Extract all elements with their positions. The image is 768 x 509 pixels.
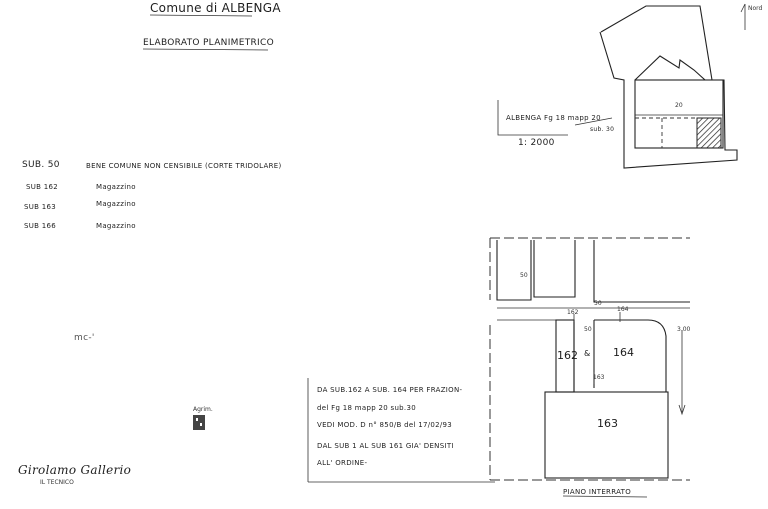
unit-163-outline	[544, 391, 669, 479]
parcel-number: 20	[675, 102, 683, 109]
location-map	[497, 3, 746, 169]
legend-desc: BENE COMUNE NON CENSIBILE (CORTE TRIDOLA…	[86, 162, 282, 170]
arrow-head	[678, 404, 686, 416]
court-label: 50	[594, 300, 602, 307]
unit-162-label: 162	[557, 349, 578, 362]
legend-desc: Magazzino	[96, 183, 136, 191]
tick-label: 162	[567, 309, 579, 316]
signature: Girolamo Gallerio	[18, 463, 132, 477]
legend-desc: Magazzino	[96, 200, 136, 208]
note-line: DA SUB.162 A SUB. 164 PER FRAZION-	[317, 386, 463, 394]
upper-block-mid	[533, 240, 576, 298]
dimension-label: 3.00	[677, 326, 691, 333]
legend-sub: SUB 162	[26, 183, 59, 191]
building-roof	[634, 55, 707, 81]
note-line: ALL' ORDINE-	[317, 459, 368, 467]
label-pointer	[574, 117, 613, 126]
unit-separator: &	[584, 349, 591, 358]
court-label: 50	[584, 326, 592, 333]
scribble-mark: mc-'	[74, 333, 95, 343]
legend-sub: SUB 166	[24, 222, 57, 230]
stamp-mark	[193, 415, 205, 430]
tick-label: 164	[617, 306, 629, 313]
upper-block-left	[496, 240, 532, 301]
unit-164-outline	[574, 319, 667, 393]
signature-caption: IL TECNICO	[40, 479, 74, 486]
hatched-unit	[696, 117, 722, 149]
parcel-outline	[599, 5, 738, 169]
plan-label: PIANO INTERRATO	[563, 488, 632, 496]
note-box-frame	[307, 378, 495, 483]
note-line: del Fg 18 mapp 20 sub.30	[317, 404, 416, 412]
floor-plan	[489, 237, 690, 498]
document-subtitle: ELABORATO PLANIMETRICO	[143, 38, 274, 48]
unit-163-label: 163	[597, 417, 618, 430]
court-label: 50	[520, 272, 528, 279]
plan-label-underline	[562, 495, 648, 498]
map-sub-label: sub. 30	[590, 126, 615, 133]
document-title: Comune di ALBENGA	[150, 1, 281, 15]
upper-block-right	[593, 240, 690, 303]
building-footprint	[634, 79, 724, 149]
title-underline	[149, 14, 253, 17]
north-label: Nord	[748, 5, 763, 12]
unit-164-label: 164	[613, 346, 634, 359]
legend-sub: SUB. 50	[22, 160, 60, 170]
note-line: DAL SUB 1 AL SUB 161 GIA' DENSITI	[317, 442, 454, 450]
north-arrow-head	[740, 3, 746, 13]
legend-desc: Magazzino	[96, 222, 136, 230]
label-leader	[497, 100, 568, 136]
note-line: VEDI MOD. D n° 850/B del 17/02/93	[317, 421, 453, 429]
subtitle-underline	[142, 48, 269, 51]
stamp-label: Agrim.	[193, 406, 213, 413]
legend-sub: SUB 163	[24, 203, 57, 211]
map-scale: 1: 2000	[518, 138, 555, 148]
map-location-label: ALBENGA Fg 18 mapp 20	[506, 114, 601, 122]
tick-label: 163	[593, 374, 605, 381]
